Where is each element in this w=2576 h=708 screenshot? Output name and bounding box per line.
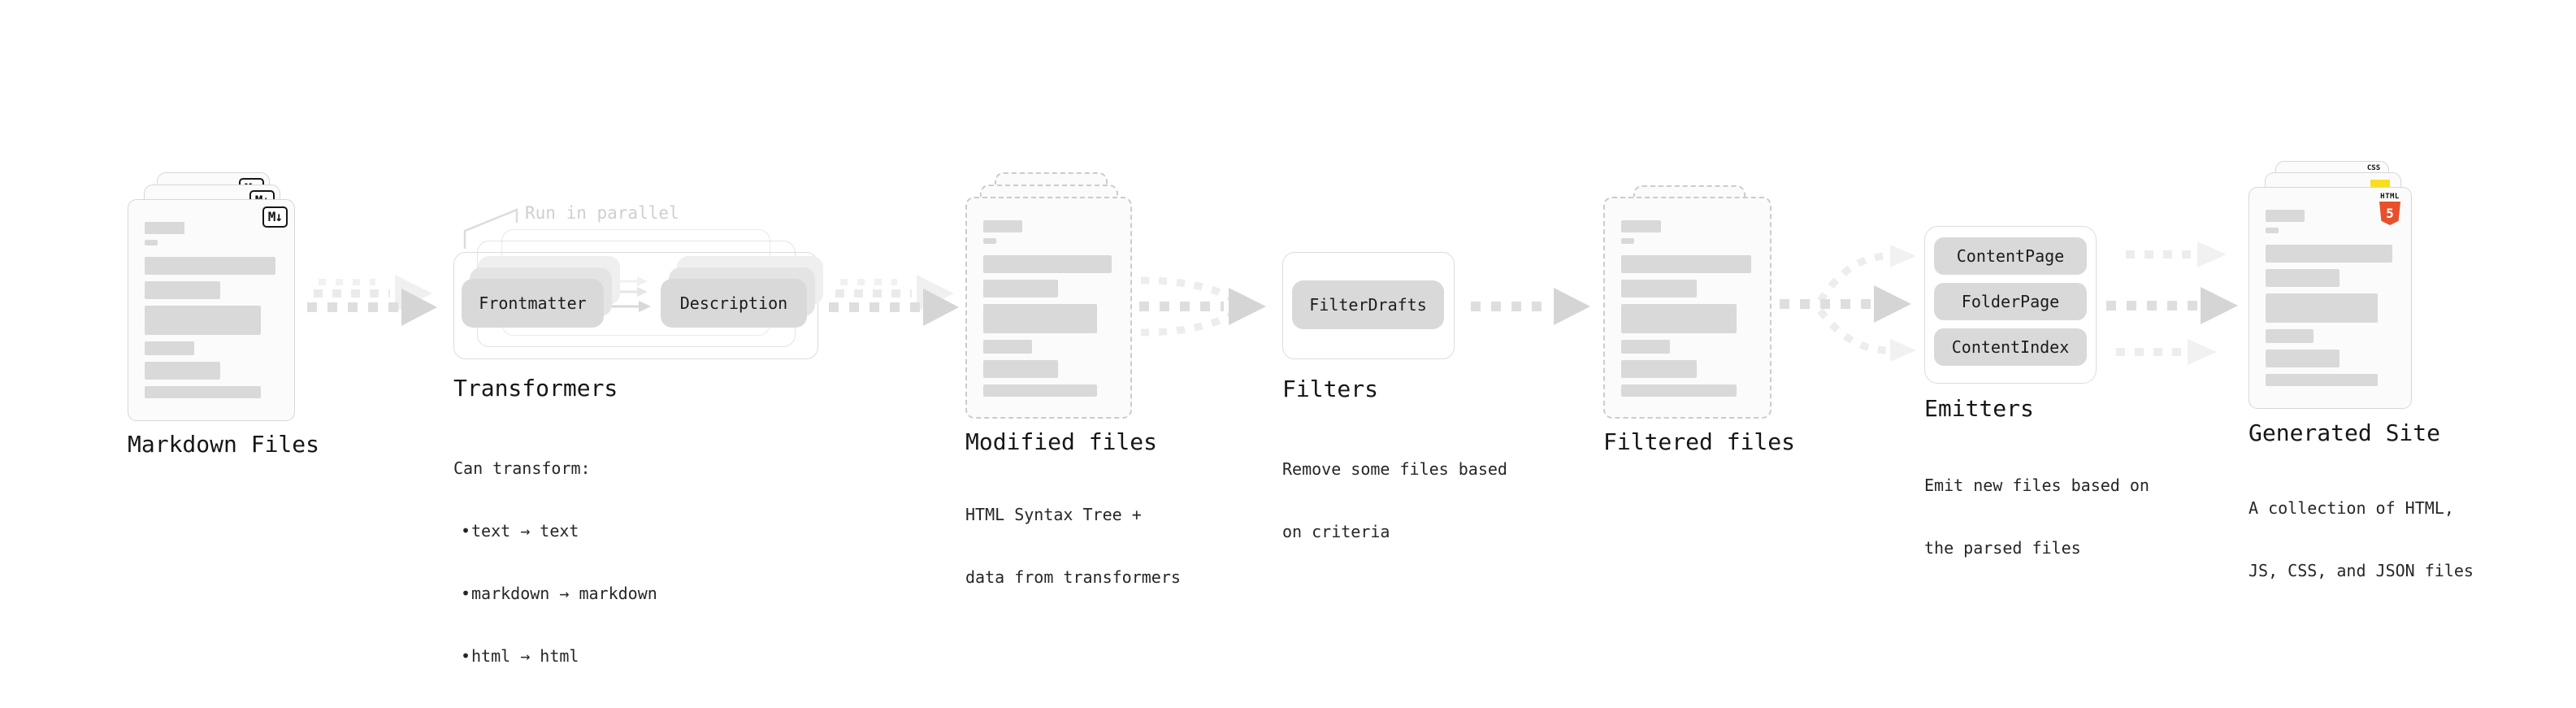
text-line-placeholder — [145, 386, 261, 398]
arrow-filters-to-filtered — [1471, 288, 1590, 325]
text-line-placeholder — [983, 340, 1032, 354]
description-chip: Description — [661, 279, 807, 328]
file-card-front: M↓ — [128, 199, 295, 421]
text-line-placeholder — [983, 304, 1098, 333]
emitters-box — [1924, 226, 2097, 384]
contentindex-chip: ContentIndex — [1934, 328, 2087, 366]
frontmatter-chip: Frontmatter — [462, 279, 604, 328]
transformers-description: Can transform: •text → text •markdown → … — [453, 415, 657, 708]
text-line-placeholder — [2266, 228, 2279, 233]
text-line-placeholder — [983, 360, 1058, 378]
filters-label: Filters — [1282, 376, 1379, 402]
filterdrafts-chip: FilterDrafts — [1292, 280, 1444, 329]
arrow-emitters-to-generated — [2106, 241, 2238, 365]
arrow-filtered-to-emitters — [1780, 245, 1916, 362]
file-card-front: HTML 5 — [2249, 187, 2412, 409]
document-skeleton — [145, 222, 278, 398]
text-line-placeholder — [2266, 210, 2305, 222]
text-line-placeholder — [983, 220, 1023, 232]
transform-capability-item: •text → text — [460, 521, 579, 541]
file-card-front — [965, 197, 1132, 419]
filters-box — [1282, 252, 1455, 359]
arrow-transformers-to-modified — [829, 275, 959, 326]
text-line-placeholder — [145, 306, 261, 335]
run-in-parallel-annotation: Run in parallel — [525, 203, 679, 223]
text-line-placeholder — [145, 222, 185, 234]
document-skeleton — [2266, 210, 2395, 386]
text-line-placeholder — [983, 238, 997, 244]
text-line-placeholder — [983, 384, 1098, 397]
transformer-box-front — [453, 252, 818, 359]
text-line-placeholder — [1621, 384, 1737, 397]
transform-capability-title: Can transform: — [453, 458, 591, 478]
modified-files-label: Modified files — [965, 428, 1158, 455]
text-line-placeholder — [1621, 280, 1697, 298]
text-line-placeholder — [1621, 360, 1697, 378]
text-line-placeholder — [2266, 245, 2392, 263]
filtered-files-label: Filtered files — [1603, 428, 1796, 455]
transformers-label: Transformers — [453, 375, 618, 402]
text-line-placeholder — [145, 341, 194, 355]
contentpage-chip: ContentPage — [1934, 237, 2087, 275]
text-line-placeholder — [2266, 269, 2340, 287]
transform-capability-item: •markdown → markdown — [460, 584, 657, 603]
text-line-placeholder — [1621, 220, 1661, 232]
file-card-front — [1603, 197, 1772, 419]
document-skeleton — [1621, 220, 1754, 397]
text-line-placeholder — [2266, 350, 2340, 367]
text-line-placeholder — [145, 362, 221, 380]
modified-files-description: HTML Syntax Tree + data from transformer… — [965, 505, 1181, 587]
text-line-placeholder — [2266, 329, 2314, 343]
text-line-placeholder — [1621, 304, 1737, 333]
generated-site-label: Generated Site — [2249, 419, 2441, 446]
text-line-placeholder — [1621, 255, 1751, 273]
emitters-label: Emitters — [1924, 395, 2034, 422]
generated-site-description: A collection of HTML, JS, CSS, and JSON … — [2249, 498, 2474, 580]
text-line-placeholder — [1621, 340, 1671, 354]
text-line-placeholder — [983, 280, 1058, 298]
folderpage-chip: FolderPage — [1934, 283, 2087, 320]
emitters-description: Emit new files based on the parsed files — [1924, 476, 2149, 558]
js-icon — [2370, 180, 2390, 188]
text-line-placeholder — [145, 281, 221, 299]
document-skeleton — [983, 220, 1114, 397]
markdown-icon: M↓ — [262, 206, 288, 228]
markdown-files-label: Markdown Files — [128, 431, 320, 458]
transform-capability-item: •html → html — [460, 646, 579, 666]
pipeline-diagram: M↓ M↓ M↓ Markdown Files Run in parallel … — [128, 161, 2474, 666]
text-line-placeholder — [145, 240, 158, 245]
text-line-placeholder — [983, 255, 1112, 273]
text-line-placeholder — [1621, 238, 1635, 244]
filters-description: Remove some files based on criteria — [1282, 459, 1507, 541]
text-line-placeholder — [145, 257, 275, 275]
text-line-placeholder — [2266, 293, 2379, 323]
arrow-modified-to-filters — [1139, 276, 1266, 337]
html5-icon: HTML 5 — [2377, 193, 2403, 225]
arrow-markdown-to-transformers — [307, 275, 437, 326]
text-line-placeholder — [2266, 374, 2379, 386]
